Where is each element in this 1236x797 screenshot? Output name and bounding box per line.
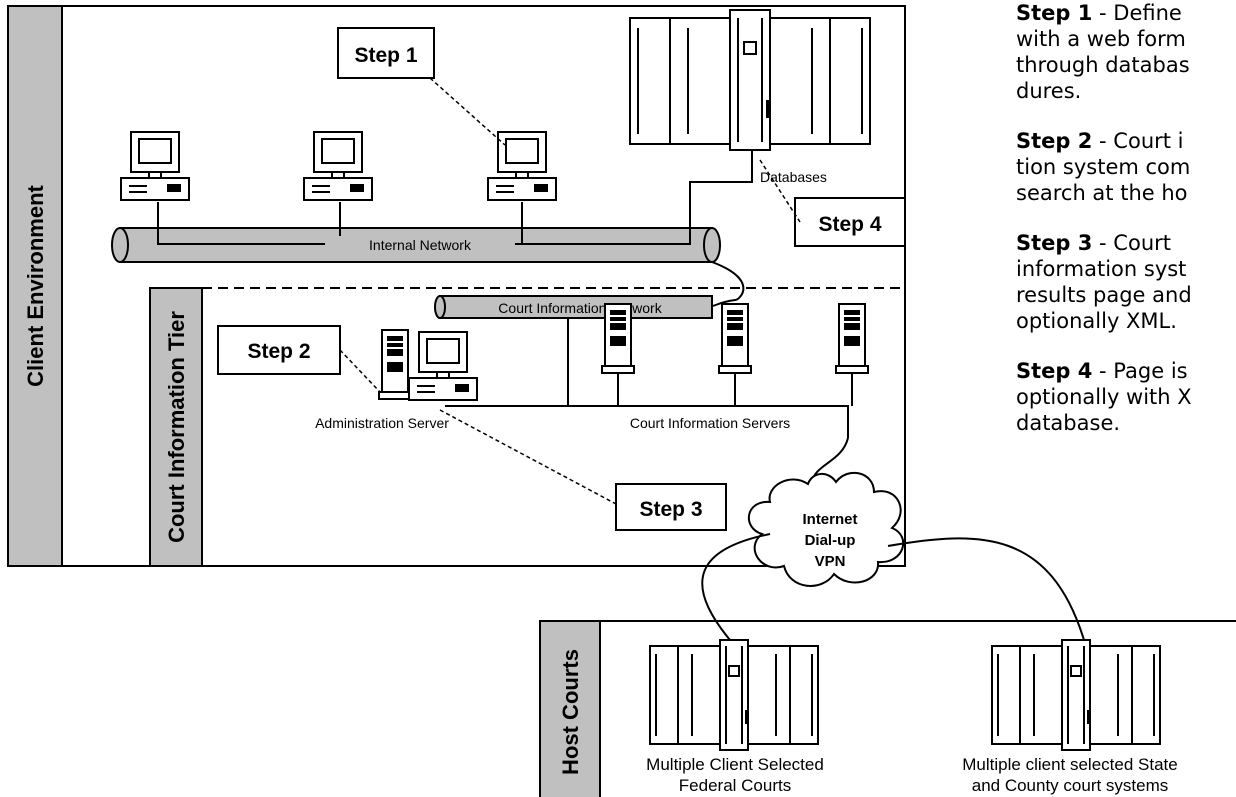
step4-description-line-0: - Page is (1092, 359, 1188, 383)
admin-monitor-icon (408, 331, 478, 401)
step4-description: Step 4 - Page is optionally with X datab… (1016, 358, 1236, 436)
step2-description-line-1: tion system com (1016, 155, 1191, 179)
step2-callout-label: Step 2 (247, 340, 310, 363)
step4-description-line-2: database. (1016, 411, 1121, 435)
internet-label-1: Internet (802, 511, 857, 528)
step3-description-line-1: information syst (1016, 257, 1187, 281)
internal-network-wire-right (515, 135, 753, 245)
step2-description-line-2: search at the ho (1016, 181, 1188, 205)
workstation-icon-2 (303, 131, 373, 201)
federal-courts-rack-icon (649, 639, 819, 751)
step1-description-line-2: through databas (1016, 53, 1190, 77)
court-server-icon-1 (601, 303, 635, 374)
internet-label-2: Dial-up (805, 532, 856, 549)
state-courts-label-1: Multiple client selected State (962, 755, 1177, 774)
admin-tower-icon (378, 329, 412, 400)
host-courts-label-bar (539, 620, 601, 797)
cloud-to-state-link (887, 537, 1085, 641)
court-information-tier-label-bar (149, 287, 203, 567)
administration-server-label: Administration Server (315, 415, 449, 431)
federal-courts-label-1: Multiple Client Selected (646, 755, 824, 774)
network-link-wire (711, 261, 745, 307)
workstation-icon-1 (120, 131, 190, 201)
step4-callout-label: Step 4 (818, 213, 881, 236)
internet-label-3: VPN (815, 553, 846, 570)
step3-description: Step 3 - Court information syst results … (1016, 230, 1236, 334)
court-lan-bus (445, 405, 849, 438)
step2-description-line-0: - Court i (1092, 129, 1184, 153)
cloud-to-federal-link (701, 533, 771, 641)
databases-label: Databases (760, 169, 827, 185)
state-courts-label-2: and County court systems (972, 776, 1169, 795)
step4-leader (759, 159, 801, 223)
court-server-icon-3 (835, 303, 869, 374)
step2-leader (339, 349, 381, 393)
workstation-icon-3 (487, 131, 557, 201)
host-courts-label: Host Courts (558, 649, 583, 775)
court-information-network (434, 295, 713, 319)
step1-description-line-1: with a web form (1016, 27, 1186, 51)
step4-description-line-1: optionally with X (1016, 385, 1192, 409)
internal-network-wire (157, 202, 325, 245)
state-courts-rack-icon (991, 639, 1161, 751)
step2-callout (217, 325, 341, 375)
step3-description-line-3: optionally XML. (1016, 309, 1177, 333)
step4-description-label: Step 4 (1016, 359, 1093, 383)
court-server-icon-2 (718, 303, 752, 374)
client-environment-label-bar (7, 5, 63, 567)
client-environment-label: Client Environment (23, 184, 48, 386)
step1-description-line-0: - Define (1092, 1, 1182, 25)
step1-description-line-3: dures. (1016, 79, 1082, 103)
internal-network-label: Internal Network (369, 237, 472, 253)
database-rack-icon (629, 9, 871, 151)
step2-description-label: Step 2 (1016, 129, 1093, 153)
step1-description-label: Step 1 (1016, 1, 1093, 25)
step4-callout (794, 197, 906, 247)
step3-description-line-2: results page and (1016, 283, 1192, 307)
step1-callout (337, 27, 435, 79)
federal-courts-label-2: Federal Courts (679, 776, 791, 795)
step1-leader (429, 77, 506, 146)
step1-callout-label: Step 1 (354, 44, 417, 67)
step3-description-label: Step 3 (1016, 231, 1093, 255)
court-information-network-label: Court Information Network (498, 300, 662, 316)
step1-description: Step 1 - Define with a web form through … (1016, 0, 1236, 104)
court-information-tier-label: Court Information Tier (164, 311, 189, 543)
step3-leader (439, 409, 617, 505)
step3-callout-label: Step 3 (639, 498, 702, 521)
step2-description: Step 2 - Court i tion system com search … (1016, 128, 1236, 206)
step3-callout (615, 483, 727, 531)
court-information-servers-label: Court Information Servers (630, 415, 790, 431)
step3-description-line-0: - Court (1092, 231, 1171, 255)
internet-cloud-icon (747, 472, 905, 587)
step-descriptions: Step 1 - Define with a web form through … (1016, 0, 1236, 460)
